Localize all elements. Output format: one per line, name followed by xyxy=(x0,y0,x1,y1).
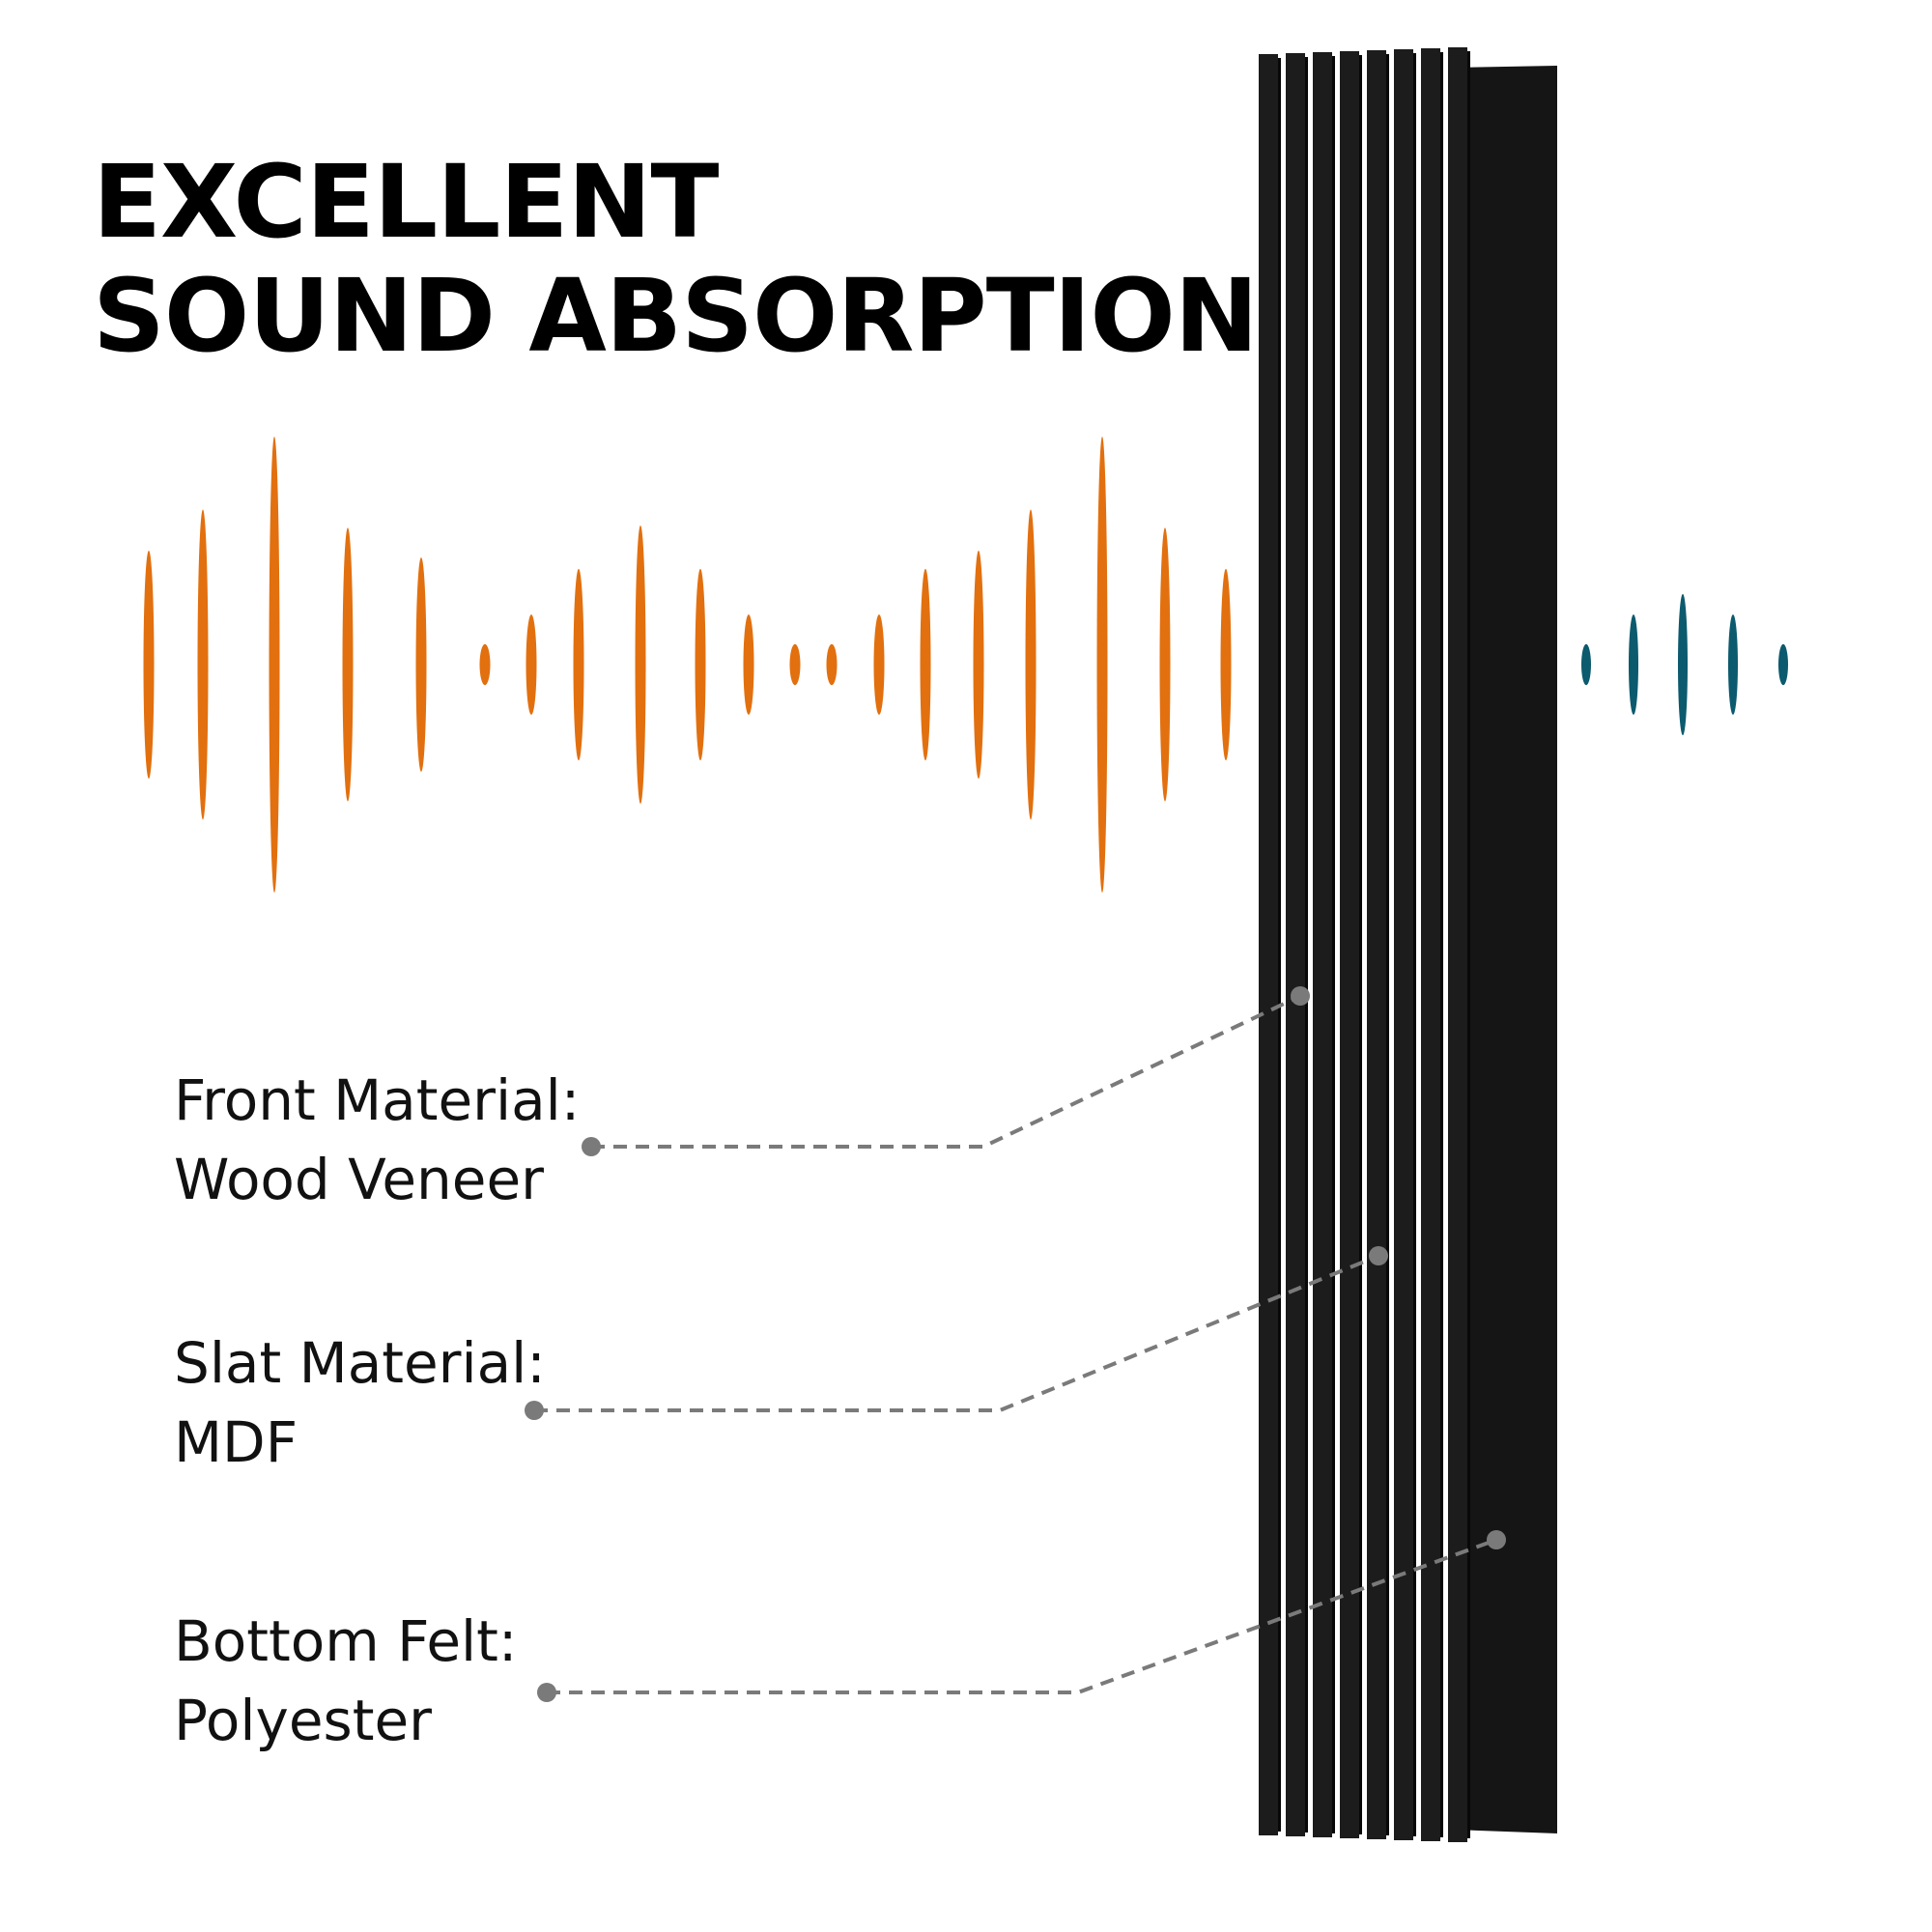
incoming-wave-pulse xyxy=(826,643,838,686)
panel-slat xyxy=(1367,50,1386,1839)
panel-slat-shadow xyxy=(1332,56,1335,1833)
incoming-wave-pulse xyxy=(1096,437,1108,893)
incoming-wave-pulse xyxy=(695,568,706,761)
acoustic-panel xyxy=(1259,47,1557,1842)
panel-slat-shadow xyxy=(1440,52,1443,1837)
callout-felt-title: Bottom Felt: xyxy=(174,1608,518,1674)
panel-slat xyxy=(1394,49,1413,1840)
incoming-wave-pulse xyxy=(479,643,491,686)
panel-slat-shadow xyxy=(1467,51,1470,1838)
callout-felt-value: Polyester xyxy=(174,1688,433,1753)
headline-line-1: EXCELLENT xyxy=(93,143,719,261)
leader-lines xyxy=(525,986,1506,1702)
panel-slat xyxy=(1421,48,1440,1841)
outgoing-wave-pulse xyxy=(1581,643,1591,686)
incoming-wave-pulse xyxy=(143,551,155,779)
incoming-wave-pulse xyxy=(573,568,584,761)
panel-slat xyxy=(1259,54,1278,1835)
panel-slat xyxy=(1448,47,1467,1842)
incoming-wave-pulse xyxy=(197,509,209,820)
leader-dot xyxy=(525,1401,544,1420)
incoming-wave-pulse xyxy=(1025,509,1037,820)
incoming-wave-pulse xyxy=(269,437,280,893)
panel-slat xyxy=(1313,52,1332,1837)
leader-dot xyxy=(1369,1246,1388,1265)
callout-front-material: Front Material: Wood Veneer xyxy=(174,1061,580,1219)
callout-slat-value: MDF xyxy=(174,1409,298,1475)
incoming-wave-pulse xyxy=(920,568,931,761)
front-material-leader xyxy=(591,994,1301,1149)
outgoing-wave-pulse xyxy=(1778,643,1788,686)
outgoing-wave-pulse xyxy=(1728,614,1738,715)
panel-slat-shadow xyxy=(1359,55,1362,1834)
incoming-wave-pulse xyxy=(973,551,984,779)
slat-material-leader xyxy=(534,1254,1379,1412)
leader-dot xyxy=(1291,986,1310,1006)
outgoing-wave-pulse xyxy=(1678,593,1688,736)
panel-slat xyxy=(1286,53,1305,1836)
incoming-wave-pulse xyxy=(342,527,354,802)
leader-dot xyxy=(1487,1530,1506,1549)
leader-dot xyxy=(537,1683,556,1702)
bottom-felt-leader xyxy=(547,1538,1497,1694)
incoming-wave-pulse xyxy=(873,614,885,715)
panel-slats xyxy=(1259,47,1470,1842)
incoming-wave-pulse xyxy=(526,614,537,715)
panel-slat-shadow xyxy=(1413,53,1416,1836)
felt-backing xyxy=(1454,66,1557,1833)
headline: EXCELLENT SOUND ABSORPTION xyxy=(93,143,1259,375)
incoming-sound-wave xyxy=(143,437,1323,893)
incoming-wave-pulse xyxy=(1159,527,1171,802)
incoming-wave-pulse xyxy=(415,557,427,772)
panel-slat-shadow xyxy=(1386,54,1389,1835)
outgoing-sound-wave xyxy=(1581,593,1788,736)
callout-front-title: Front Material: xyxy=(174,1067,581,1133)
panel-slat-shadow xyxy=(1305,57,1308,1833)
incoming-wave-pulse xyxy=(743,614,754,715)
callout-bottom-felt: Bottom Felt: Polyester xyxy=(174,1602,517,1760)
panel-slat xyxy=(1340,51,1359,1838)
callout-front-value: Wood Veneer xyxy=(174,1147,545,1212)
incoming-wave-pulse xyxy=(1220,568,1232,761)
incoming-wave-pulse xyxy=(789,643,801,686)
callout-slat-material: Slat Material: MDF xyxy=(174,1323,546,1482)
panel-slat-shadow xyxy=(1278,58,1281,1832)
incoming-wave-pulse xyxy=(635,526,646,804)
callout-slat-title: Slat Material: xyxy=(174,1330,546,1396)
outgoing-wave-pulse xyxy=(1629,614,1638,715)
headline-line-2: SOUND ABSORPTION xyxy=(93,257,1259,375)
leader-dot xyxy=(582,1137,601,1156)
